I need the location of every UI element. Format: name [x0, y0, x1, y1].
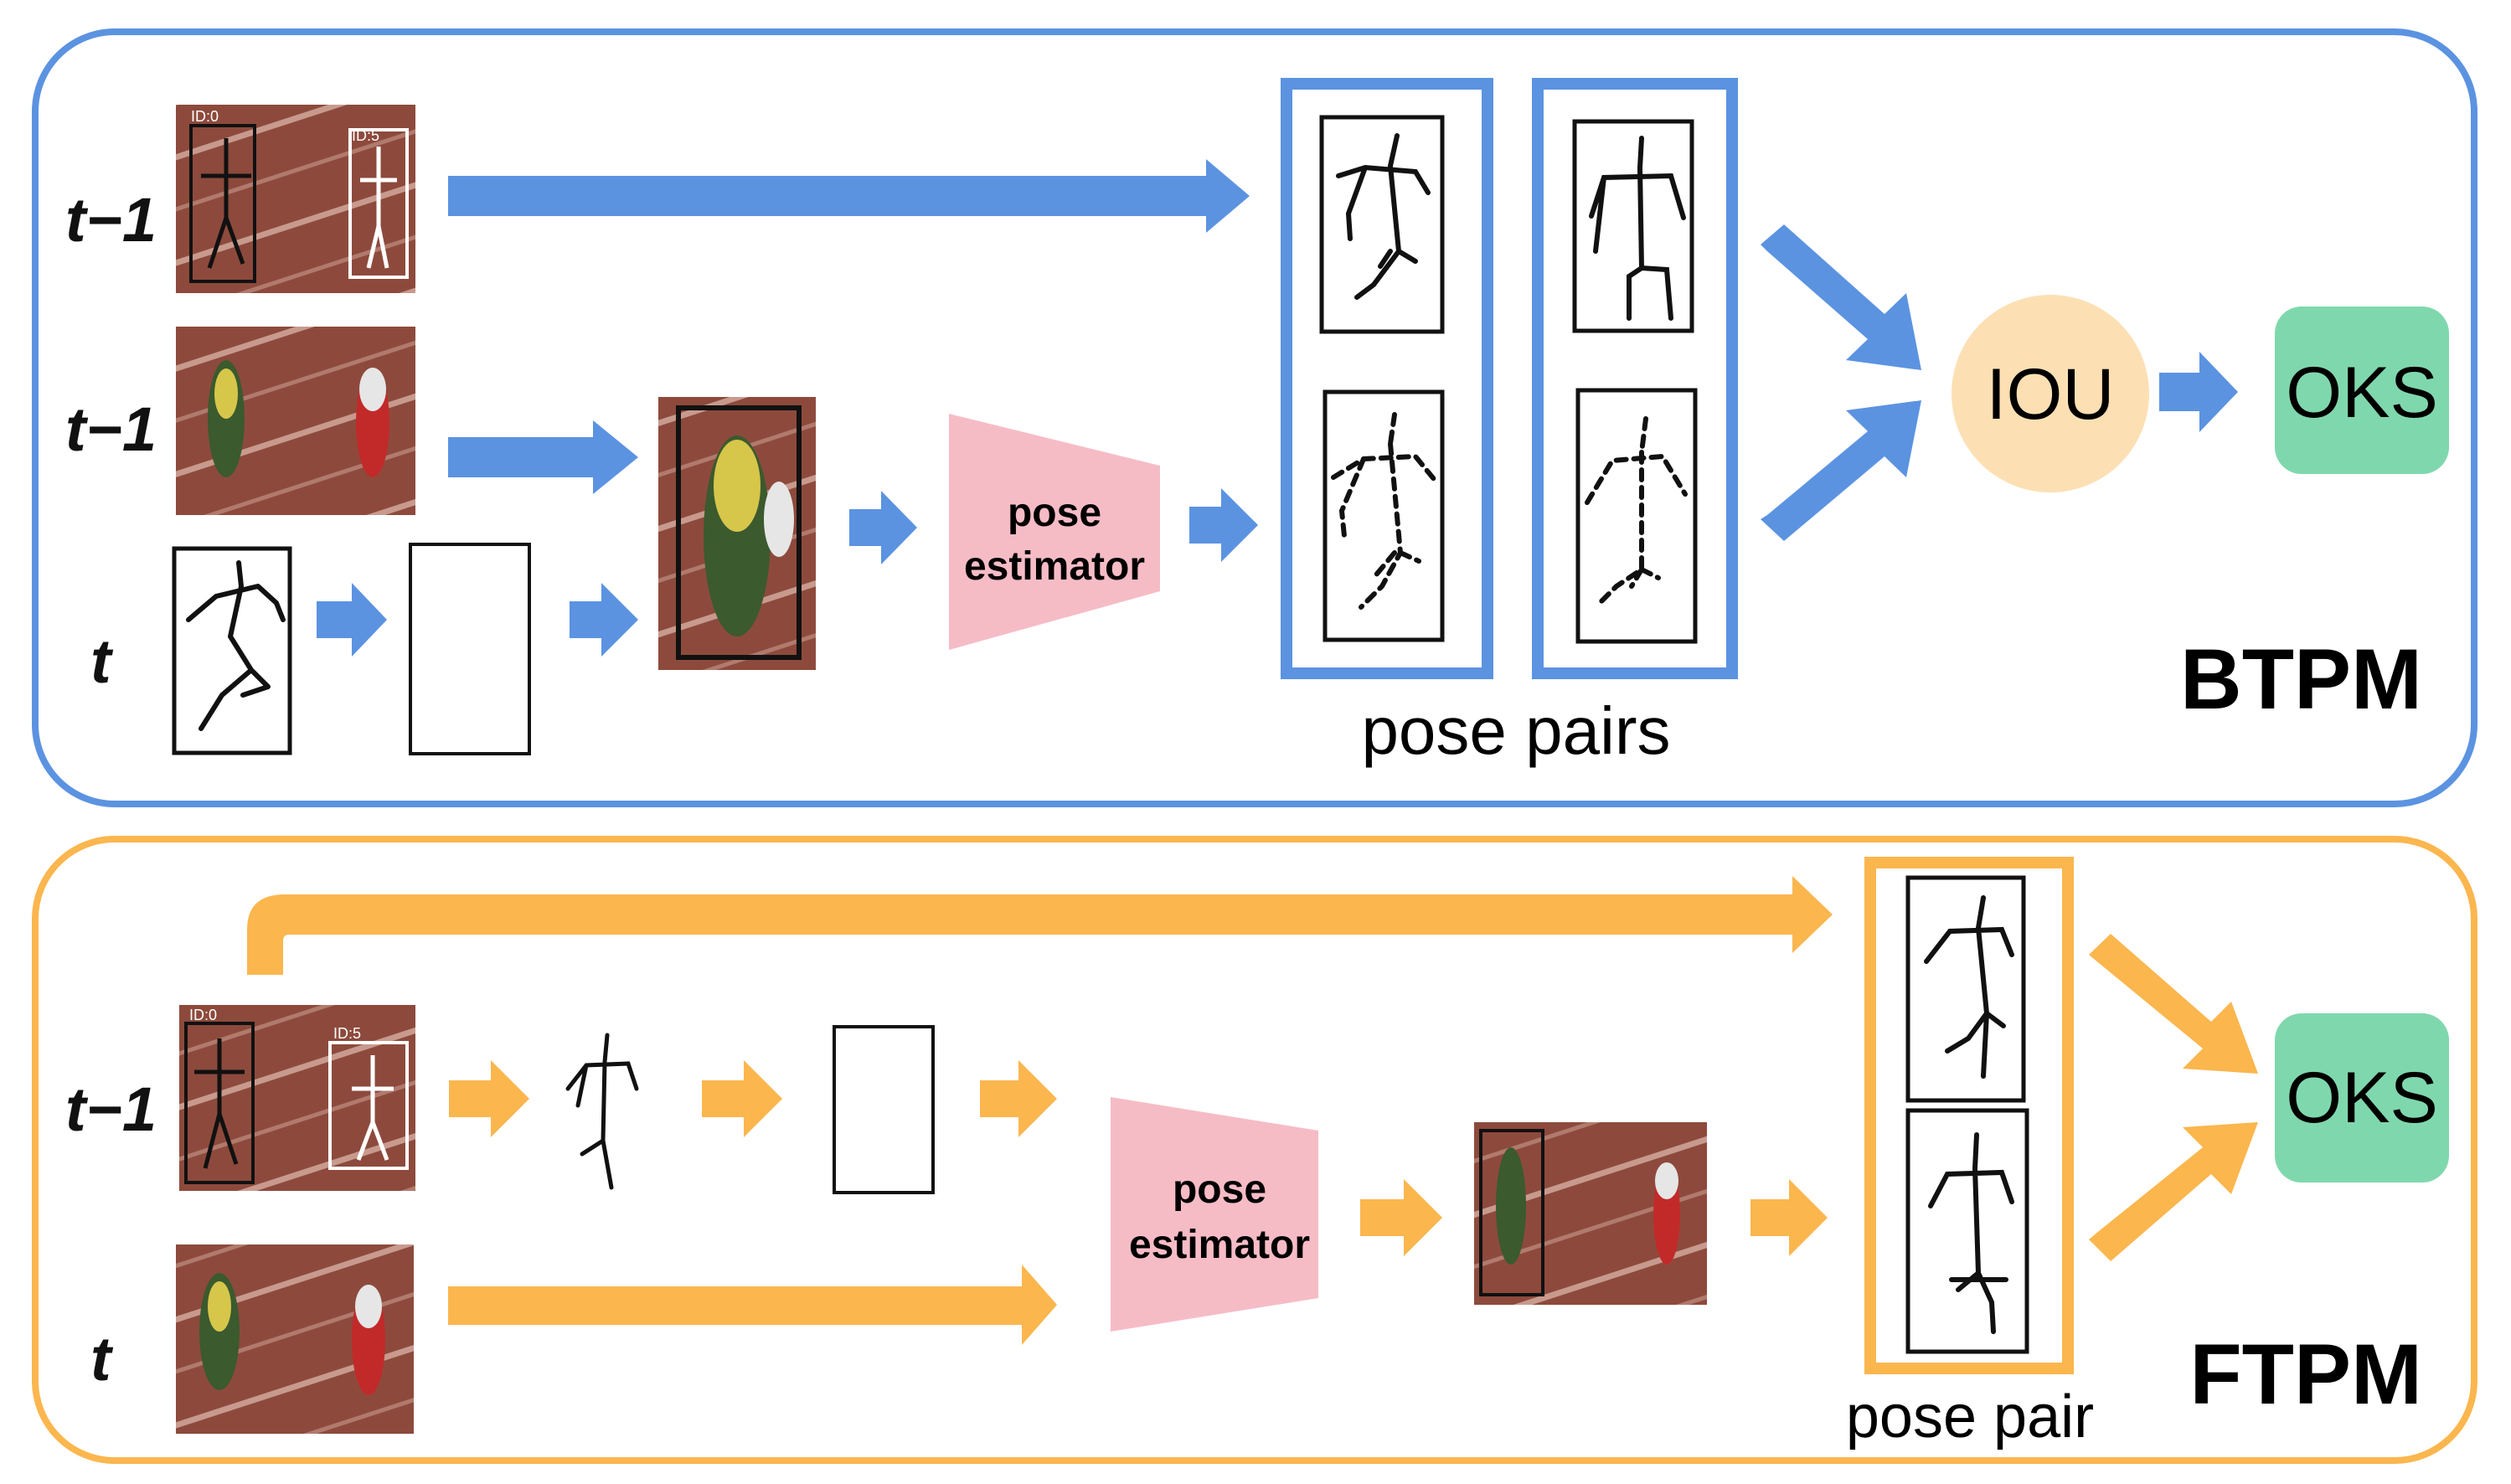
- ftpm-row-label-1: t−1: [65, 1074, 157, 1144]
- btpm-pairs-caption: pose pairs: [1361, 693, 1670, 768]
- btpm-row-label-2: t−1: [65, 394, 157, 464]
- ftpm-oks-node: OKS: [2275, 1013, 2449, 1183]
- ftpm-bbox-t-minus-1: [833, 1025, 935, 1194]
- ftpm-arrows: [247, 876, 2258, 1345]
- ftpm-estimator-label-1: pose: [1173, 1167, 1266, 1212]
- btpm-arrows: [317, 159, 2238, 657]
- btpm-oks-label: OKS: [2286, 353, 2438, 433]
- ftpm-frame-t-minus-1-annotated: ID:0 ID:5: [179, 1005, 415, 1191]
- btpm-cropped-person: [658, 397, 816, 670]
- ftpm-border: [32, 836, 2477, 1464]
- ftpm-pose-pair: [1864, 857, 2074, 1374]
- btpm-title: BTPM: [2180, 631, 2422, 727]
- btpm-iou-label: IOU: [1987, 354, 2115, 435]
- btpm-frame-tag-0: ID:0: [191, 108, 219, 125]
- ftpm-panel: t−1 t ID:0 ID:5: [32, 836, 2477, 1464]
- btpm-frame-t-minus-1: [176, 327, 415, 515]
- btpm-oks-node: OKS: [2275, 307, 2449, 474]
- btpm-iou-node: IOU: [1952, 295, 2149, 492]
- ftpm-pair-caption: pose pair: [1846, 1384, 2094, 1451]
- btpm-pose-pair-2: [1532, 78, 1738, 679]
- btpm-frame-t-minus-1-annotated: ID:0 ID:5: [176, 105, 415, 293]
- ftpm-estimator-label-2: estimator: [1129, 1223, 1310, 1267]
- btpm-pose-estimator: pose estimator: [949, 414, 1160, 650]
- ftpm-oks-label: OKS: [2286, 1058, 2438, 1138]
- btpm-row-label-3: t: [90, 626, 114, 696]
- btpm-border: [32, 28, 2477, 807]
- ftpm-frame-tag-0: ID:0: [189, 1007, 217, 1023]
- ftpm-frame-tag-5: ID:5: [333, 1025, 361, 1042]
- ftpm-frame-t: [176, 1244, 414, 1434]
- btpm-bbox-t: [409, 543, 531, 755]
- ftpm-frame-output: [1474, 1122, 1707, 1305]
- ftpm-title: FTPM: [2189, 1327, 2422, 1422]
- ftpm-pose-t-minus-1: [565, 1033, 639, 1190]
- btpm-pose-t: [172, 546, 292, 755]
- btpm-estimator-label-1: pose: [1008, 491, 1101, 535]
- btpm-panel: t−1 t−1 t ID:0 ID:5: [32, 28, 2477, 807]
- btpm-pose-pair-1: [1281, 78, 1493, 679]
- btpm-frame-tag-5: ID:5: [352, 127, 379, 144]
- btpm-row-label-1: t−1: [65, 185, 157, 255]
- ftpm-row-label-2: t: [90, 1324, 114, 1394]
- btpm-estimator-label-2: estimator: [964, 544, 1145, 589]
- ftpm-pose-estimator: pose estimator: [1111, 1097, 1318, 1332]
